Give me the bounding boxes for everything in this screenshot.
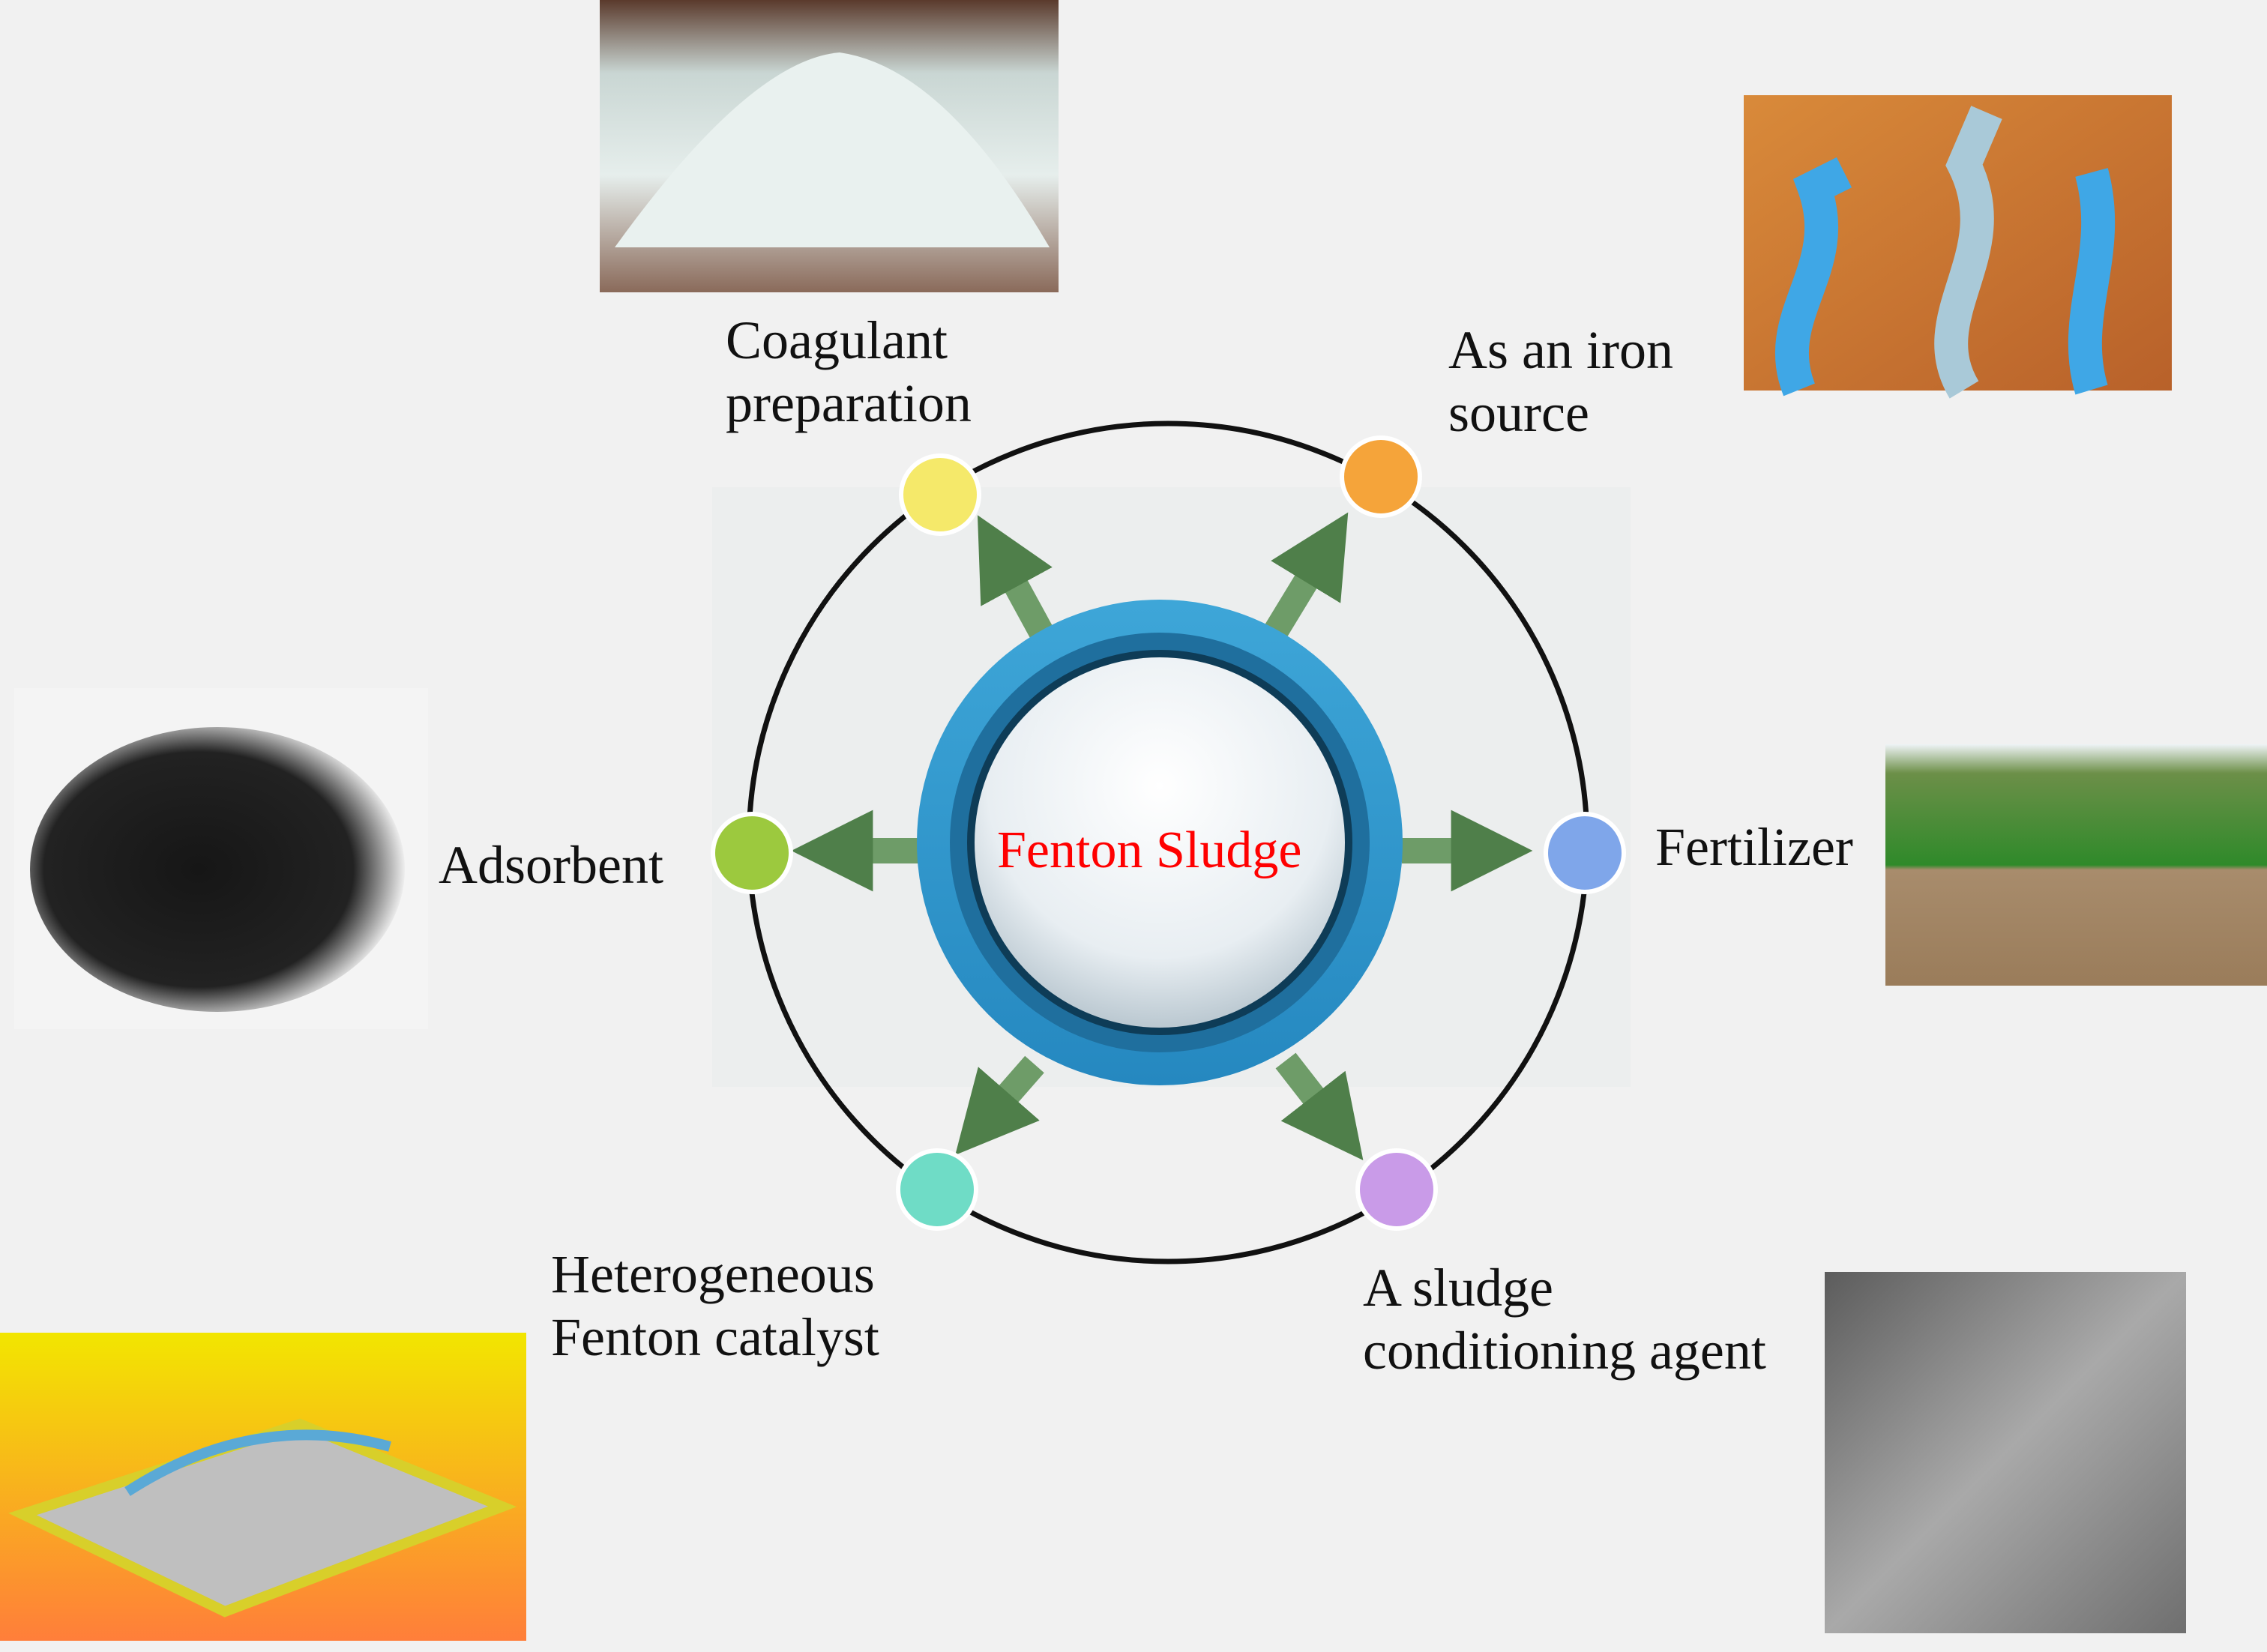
node-catalyst (896, 1148, 978, 1231)
label-line: Coagulant (726, 310, 948, 370)
arrow-iron (1263, 512, 1349, 640)
label-adsorbent: Adsorbent (439, 833, 663, 896)
node-adsorbent (711, 812, 793, 894)
label-iron: As an iron source (1448, 319, 1673, 444)
label-line: As an iron (1448, 320, 1673, 380)
fertilizer-image (1885, 744, 2267, 986)
node-conditioning (1355, 1148, 1438, 1231)
label-line: A sludge (1363, 1258, 1554, 1318)
sludge-conditioning-image (1825, 1272, 2186, 1633)
coagulant-image (600, 0, 1059, 292)
label-conditioning: A sludge conditioning agent (1363, 1256, 1766, 1382)
label-catalyst: Heterogeneous Fenton catalyst (551, 1243, 879, 1369)
label-line: source (1448, 383, 1589, 443)
label-line: preparation (726, 373, 972, 433)
label-fertilizer: Fertilizer (1655, 816, 1853, 878)
iron-source-image (1744, 95, 2172, 399)
label-coagulant: Coagulant preparation (726, 309, 972, 435)
arrow-conditioning (1275, 1052, 1364, 1160)
catalyst-image (0, 1333, 526, 1641)
label-line: Adsorbent (439, 835, 663, 895)
center-label: Fenton Sludge (997, 822, 1302, 879)
center-disc (967, 650, 1352, 1035)
label-line: conditioning agent (1363, 1321, 1766, 1381)
adsorbent-image (14, 688, 428, 1029)
label-line: Heterogeneous (551, 1244, 875, 1304)
label-line: Fenton catalyst (551, 1307, 879, 1367)
arrow-catalyst (955, 1055, 1044, 1155)
arrows (791, 512, 1533, 1160)
node-iron (1340, 435, 1422, 518)
node-coagulant (899, 453, 981, 536)
label-line: Fertilizer (1655, 817, 1853, 877)
arrow-coagulant (977, 515, 1053, 640)
node-fertilizer (1544, 812, 1626, 894)
